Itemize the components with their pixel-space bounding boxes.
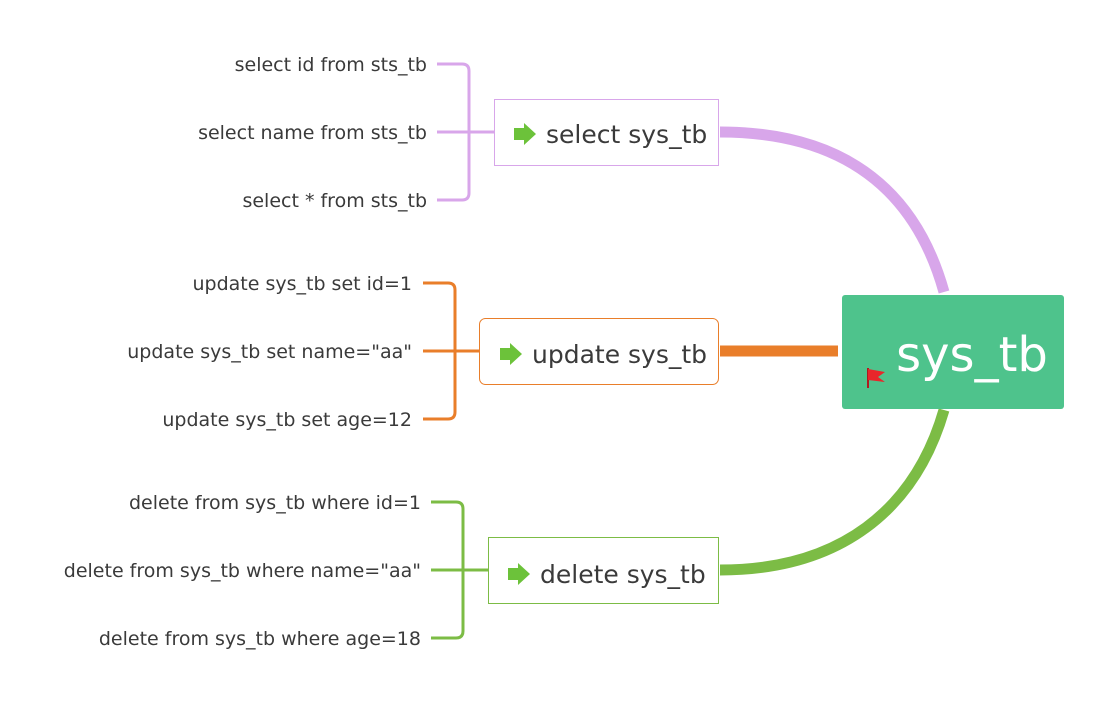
branch-update: update sys_tb set id=1 update sys_tb set… [127,273,719,431]
topic-label-select: select sys_tb [546,120,707,149]
connector-select [719,126,950,294]
topic-label-update: update sys_tb [532,340,707,369]
topic-select[interactable]: select sys_tb [494,99,719,166]
branch-select: select id from sts_tb select name from s… [198,54,719,212]
leaf-update-3[interactable]: update sys_tb set age=12 [162,409,412,431]
connector-delete [719,408,950,576]
leaf-update-2[interactable]: update sys_tb set name="aa" [127,341,412,363]
leaf-delete-1[interactable]: delete from sys_tb where id=1 [129,492,421,514]
branch-delete: delete from sys_tb where id=1 delete fro… [64,492,719,650]
bracket-delete [431,500,490,640]
leaf-delete-2[interactable]: delete from sys_tb where name="aa" [64,560,421,582]
leaf-select-2[interactable]: select name from sts_tb [198,122,427,144]
bracket-select [437,62,496,202]
root-label: sys_tb [896,327,1048,383]
green-arrow-right-icon [508,563,530,585]
green-arrow-right-icon [514,123,536,145]
red-flag-icon [867,368,885,388]
topic-update[interactable]: update sys_tb [479,318,719,385]
leaf-select-3[interactable]: select * from sts_tb [242,190,427,212]
root-node[interactable]: sys_tb [842,295,1064,409]
leaf-select-1[interactable]: select id from sts_tb [235,54,427,76]
leaf-delete-3[interactable]: delete from sys_tb where age=18 [99,628,421,650]
bracket-update [423,281,482,421]
topic-delete[interactable]: delete sys_tb [488,537,719,604]
leaf-update-1[interactable]: update sys_tb set id=1 [192,273,412,295]
topic-label-delete: delete sys_tb [540,560,706,589]
green-arrow-right-icon [500,343,522,365]
